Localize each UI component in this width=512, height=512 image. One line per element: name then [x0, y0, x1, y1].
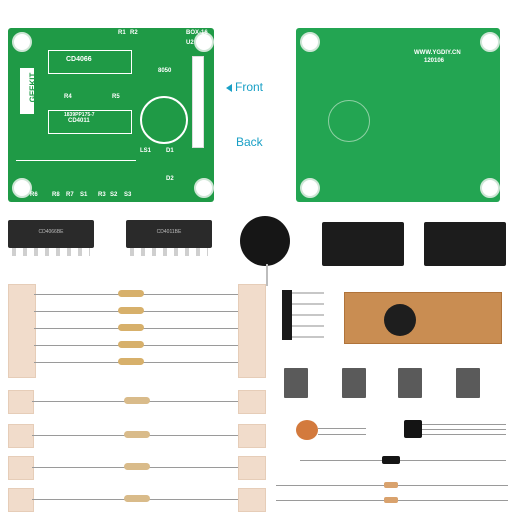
capacitor-wire-1: [318, 428, 366, 429]
resistor-tape-bottom-left-3: [8, 456, 34, 480]
ceramic-capacitor: [296, 420, 318, 440]
diode-wire-1: [300, 460, 506, 461]
resistor-tape-bottom-right-3: [238, 456, 266, 480]
potentiometer-board: [344, 292, 502, 344]
silk-ref-r2: R2: [130, 30, 138, 36]
capacitor-wire-2: [318, 434, 366, 435]
resistor-5: [118, 358, 144, 365]
silk-ref-r7: R7: [66, 192, 74, 198]
ic-cd4066-text: CD4066BE: [38, 229, 64, 235]
silk-ic2-label: CD4011: [68, 118, 90, 124]
back-buzzer-circle: [328, 100, 370, 142]
resistor-8: [124, 463, 150, 470]
ic-socket-2: [424, 222, 506, 266]
resistor-tape-bottom-right-4: [238, 488, 266, 512]
resistor-tape-left: [8, 284, 36, 378]
silk-ic1-label: CD4066: [66, 56, 92, 63]
resistor-3: [118, 324, 144, 331]
back-label: Back: [236, 135, 263, 149]
back-label-text: Back: [236, 135, 263, 149]
transistor-wire-1: [422, 424, 506, 425]
resistor-tape-right: [238, 284, 266, 378]
header-strip: [192, 56, 204, 148]
transistor: [404, 420, 422, 438]
resistor-6: [124, 397, 150, 404]
ic-socket-1: [322, 222, 404, 266]
transistor-wire-2: [422, 429, 506, 430]
silk-ref-s1: S1: [80, 192, 88, 198]
transistor-wire-3: [422, 434, 506, 435]
ic-cd4011: CD4011BE: [126, 220, 212, 248]
silk-ref-r4: R4: [64, 94, 72, 100]
pcb-front: GEEKIT CD4066 CD4011 1839PP175-7 BOX-16 …: [8, 28, 214, 202]
back-text-url: WWW.YGDIY.CN: [414, 50, 461, 56]
silk-ref-d1: D1: [166, 148, 174, 154]
silk-ref-r3: R3: [98, 192, 106, 198]
diode-2: [384, 482, 398, 488]
silk-ref-d2: D2: [166, 176, 174, 182]
ic-legs-2: [130, 248, 208, 256]
silk-small-text: 1839PP175-7: [64, 112, 95, 118]
resistor-tape-bottom-left-1: [8, 390, 34, 414]
resistor-2: [118, 307, 144, 314]
ic-cd4011-text: CD4011BE: [156, 229, 182, 235]
resistor-tape-bottom-left-4: [8, 488, 34, 512]
silk-ref-ls1: LS1: [140, 148, 152, 154]
pin-header: [282, 290, 292, 340]
buzzer-leg: [266, 264, 268, 286]
switch-pads: [16, 160, 136, 187]
pin-header-pins: [292, 292, 324, 338]
front-label-text: Front: [235, 80, 264, 94]
silk-ref-r8: R8: [52, 192, 60, 198]
silk-ref-s3: S3: [124, 192, 132, 198]
slide-switch-1: [284, 368, 308, 398]
slide-switch-3: [398, 368, 422, 398]
ic-legs-1: [12, 248, 90, 256]
resistor-1: [118, 290, 144, 297]
silk-ref-r1: R1: [118, 30, 126, 36]
diode-1: [382, 456, 400, 464]
slide-switch-2: [342, 368, 366, 398]
resistor-tape-bottom-right-2: [238, 424, 266, 448]
back-text-code: 120106: [424, 58, 445, 64]
pcb-back: WWW.YGDIY.CN 120106: [296, 28, 500, 202]
silk-model: BOX-16: [186, 30, 208, 36]
silk-ref-u2: U2: [186, 40, 194, 46]
silk-ic2-outline: [48, 110, 132, 134]
buzzer: [240, 216, 290, 266]
ic-cd4066: CD4066BE: [8, 220, 94, 248]
silk-ref-8050: 8050: [158, 68, 172, 74]
slide-switch-4: [456, 368, 480, 398]
silk-ref-s2: S2: [110, 192, 118, 198]
diode-3: [384, 497, 398, 503]
silk-ref-r5: R5: [112, 94, 120, 100]
front-label: Front: [226, 80, 263, 94]
resistor-9: [124, 495, 150, 502]
back-pads-row: [366, 40, 486, 58]
silk-buzzer-circle: [140, 96, 188, 144]
resistor-tape-bottom-left-2: [8, 424, 34, 448]
silk-ref-r6: R6: [30, 192, 38, 198]
silk-ic1-outline: [48, 50, 132, 74]
resistor-4: [118, 341, 144, 348]
resistor-7: [124, 431, 150, 438]
brand-logo: [20, 68, 34, 114]
resistor-tape-bottom-right-1: [238, 390, 266, 414]
brand-text: GEEKIT: [28, 72, 38, 103]
potentiometer-knob: [384, 304, 416, 336]
